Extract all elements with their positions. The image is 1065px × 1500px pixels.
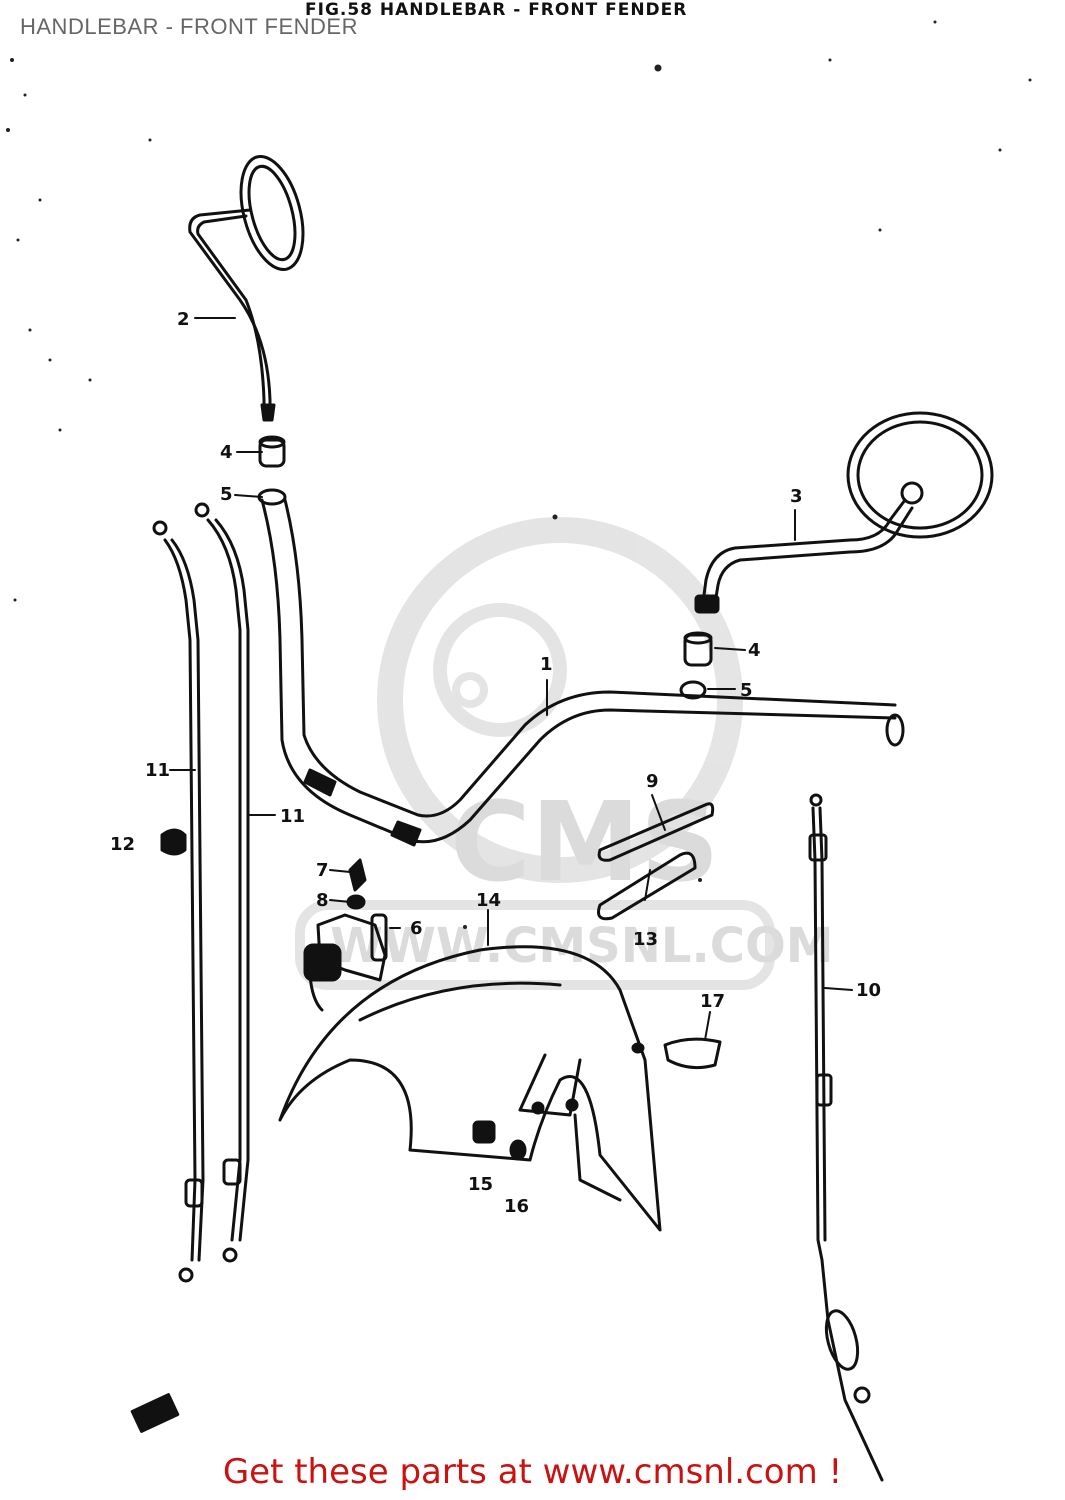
callout-16: 16 (504, 1196, 529, 1217)
left-mirror (188, 155, 305, 422)
callout-labels: 1 2 3 4 4 5 5 6 7 8 9 10 11 11 12 13 14 … (110, 309, 881, 1217)
callout-8: 8 (316, 890, 329, 911)
callout-1: 1 (540, 654, 553, 675)
front-fender (278, 945, 662, 1232)
figure-caption: FIG.58 HANDLEBAR - FRONT FENDER (305, 0, 688, 20)
callout-11-left: 11 (145, 760, 170, 781)
page-title: HANDLEBAR - FRONT FENDER (20, 14, 358, 39)
left-adapter (258, 435, 286, 468)
callout-3: 3 (790, 486, 803, 507)
watermark-logo-text: CMS (450, 778, 719, 906)
callout-13: 13 (633, 929, 658, 950)
callout-6: 6 (410, 918, 423, 939)
watermark-logo: CMS WWW.CMSNL.COM (295, 517, 834, 990)
ignition-switch (303, 858, 388, 1012)
cable-clip (160, 828, 187, 856)
callout-7: 7 (316, 860, 329, 881)
callout-10: 10 (856, 980, 881, 1001)
callout-4-left: 4 (220, 442, 233, 463)
bolt-15 (472, 1120, 496, 1144)
nut-17 (631, 1037, 722, 1070)
throttle-cable-2 (194, 502, 250, 1263)
callout-17: 17 (700, 991, 725, 1012)
leader-lines (169, 317, 853, 1041)
callout-15: 15 (468, 1174, 493, 1195)
callout-12: 12 (110, 834, 135, 855)
callout-2: 2 (177, 309, 190, 330)
callout-11-right: 11 (280, 806, 305, 827)
stamp-mark (130, 1393, 180, 1433)
throttle-cable-1 (152, 520, 205, 1283)
right-nut (679, 680, 707, 700)
callout-9: 9 (646, 771, 659, 792)
fender-brace-13 (597, 851, 697, 921)
right-mirror (694, 411, 994, 614)
clutch-cable (808, 793, 884, 1482)
scan-speckles (6, 20, 1032, 929)
callout-4-right: 4 (748, 640, 761, 661)
right-adapter (683, 631, 713, 667)
washer-16 (509, 1139, 527, 1161)
handlebar (260, 498, 905, 847)
watermark-site: WWW.CMSNL.COM (330, 918, 834, 974)
callout-5-left: 5 (220, 484, 233, 505)
callout-14: 14 (476, 890, 501, 911)
fender-brace-9 (597, 802, 715, 862)
callout-5-right: 5 (740, 680, 753, 701)
get-parts-link[interactable]: Get these parts at www.cmsnl.com ! (222, 1452, 843, 1492)
